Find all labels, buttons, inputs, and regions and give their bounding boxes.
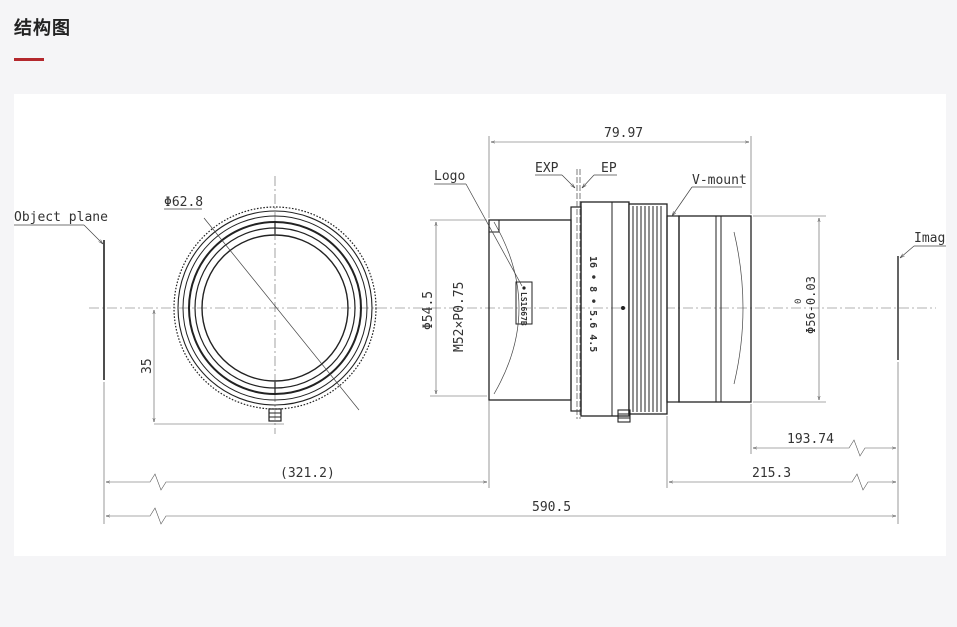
section-title: 结构图: [14, 18, 71, 39]
index-dot: [621, 306, 625, 310]
mount-diameter-dimension: Φ56-0.03 0: [753, 215, 826, 403]
model-label: LS1667B: [519, 292, 528, 326]
dist-215-3-label: 215.3: [752, 466, 791, 481]
exp-ep-callouts: EXP EP: [535, 161, 617, 419]
dist-215-3-dimension: 215.3: [666, 416, 899, 491]
v-mount-label: V-mount: [692, 173, 747, 188]
diameter-54-5-label: Φ54.5: [421, 291, 436, 330]
model-label-box: [515, 281, 533, 325]
dist-321-2-dimension: (321.2): [103, 382, 490, 524]
side-lock-screw: [617, 409, 631, 423]
height-35-label: 35: [140, 358, 155, 374]
object-plane: Object plane: [14, 210, 108, 380]
logo-notch: [488, 219, 500, 233]
dist-321-2-label: (321.2): [280, 466, 335, 481]
focus-ring-knurling: [632, 206, 662, 412]
front-lock-screw: [268, 408, 282, 422]
mount-diameter-label: Φ56-0.03: [804, 276, 818, 334]
object-plane-label: Object plane: [14, 210, 108, 225]
v-mount-callout: V-mount: [672, 173, 747, 216]
length-79-97-label: 79.97: [604, 126, 643, 141]
total-590-5-label: 590.5: [532, 500, 571, 515]
image-label: Image: [914, 231, 946, 246]
front-diameter-label: Φ62.8: [164, 195, 203, 210]
total-590-5-dimension: 590.5: [106, 488, 899, 525]
lens-structure-drawing: Object plane Φ62.8 35: [14, 126, 946, 525]
thread-label: M52×P0.75: [452, 282, 467, 352]
lens-front-view: Φ62.8: [164, 176, 377, 434]
lens-side-view: LS1667B 16 • 8 • 5.6 4.5: [488, 201, 752, 423]
v-mount-body: [678, 215, 752, 403]
structure-drawing-panel: Object plane Φ62.8 35: [14, 94, 946, 556]
mount-tolerance-upper: 0: [794, 299, 804, 304]
height-35-dimension: 35: [140, 310, 284, 425]
image-plane: Image: [897, 231, 946, 360]
title-underline: [14, 58, 44, 61]
exp-label: EXP: [535, 161, 559, 176]
front-barrel: [488, 219, 572, 401]
length-79-97-dimension: 79.97: [488, 126, 752, 218]
diameter-54-5-dimension: Φ54.5 M52×P0.75: [421, 219, 487, 397]
dist-193-74-label: 193.74: [787, 432, 834, 447]
ep-label: EP: [601, 161, 617, 176]
front-element-curve: [493, 221, 520, 395]
aperture-scale: 16 • 8 • 5.6 4.5: [587, 256, 598, 352]
logo-label: Logo: [434, 169, 465, 184]
logo-callout: Logo: [434, 169, 523, 287]
dist-193-74-dimension: 193.74: [750, 362, 899, 457]
